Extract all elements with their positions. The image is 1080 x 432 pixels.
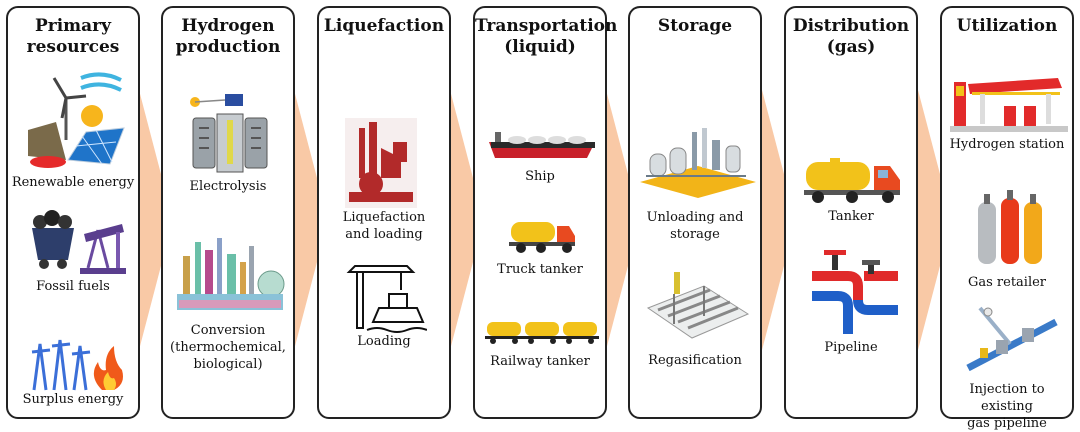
fossil-fuels-icon — [32, 210, 126, 274]
flow-arrow — [606, 90, 640, 350]
crane-ship-icon — [346, 265, 427, 333]
item-label: Electrolysis — [189, 179, 267, 194]
flow-arrow — [762, 90, 796, 350]
item-label: Injection to existing gas pipeline — [967, 382, 1047, 431]
gas-cylinders-icon — [978, 190, 1042, 264]
stage-title: Primary resources — [26, 16, 120, 57]
stage-title: Transportation (liquid) — [475, 16, 618, 57]
stage-title: Utilization — [956, 16, 1058, 36]
pipeline-injection-icon — [966, 306, 1058, 372]
item-label: Conversion (thermochemical, biological) — [170, 323, 286, 372]
stage-title: Liquefaction — [323, 16, 445, 36]
tanker-ship-icon — [489, 132, 595, 158]
item-label: Ship — [525, 169, 555, 184]
truck-tanker-icon — [509, 222, 575, 253]
stage-hydrogen-production: Hydrogen production Electrolysis Convers… — [161, 6, 295, 419]
stage-utilization: Utilization Hydrogen station Gas retaile… — [940, 6, 1074, 431]
item-label: Hydrogen station — [949, 137, 1065, 152]
item-label: Gas retailer — [967, 275, 1047, 290]
item-label: Unloading and storage — [646, 210, 744, 242]
stage-title: Hydrogen production — [175, 16, 281, 57]
stage-title: Distribution (gas) — [792, 16, 910, 57]
item-label: Tanker — [828, 209, 874, 224]
item-label: Surplus energy — [22, 392, 124, 407]
stage-transportation: Transportation (liquid) Ship Truck tanke… — [473, 6, 618, 419]
stage-title: Storage — [657, 16, 733, 36]
pipeline-icon — [812, 250, 898, 334]
item-label: Loading — [357, 334, 411, 349]
item-label: Railway tanker — [490, 354, 590, 369]
item-label: Pipeline — [824, 340, 878, 355]
surplus-energy-icon — [31, 339, 123, 391]
item-label: Liquefaction and loading — [342, 210, 426, 242]
item-label: Fossil fuels — [36, 279, 110, 294]
fuel-station-icon — [950, 78, 1068, 132]
item-label: Renewable energy — [11, 175, 135, 190]
electrolyser-icon — [190, 94, 268, 173]
tanker-truck-icon — [804, 158, 900, 203]
flow-arrow — [918, 90, 952, 350]
stage-storage: Storage Unloading and storage Regasifica… — [628, 6, 762, 419]
flow-arrow — [450, 90, 484, 350]
regasification-unit-icon — [646, 272, 750, 339]
flow-arrow — [139, 90, 173, 350]
stage-liquefaction: Liquefaction Liquefaction and loading Lo… — [317, 6, 451, 419]
item-label: Truck tanker — [497, 262, 583, 277]
renewable-energy-icon — [28, 72, 125, 168]
liquefaction-plant-icon — [345, 118, 417, 208]
railway-tanker-icon — [485, 322, 599, 344]
stage-primary-resources: Primary resources Renewable energy Fossi… — [6, 6, 140, 419]
item-label: Regasification — [648, 353, 742, 368]
chemical-plant-icon — [177, 238, 285, 310]
flow-arrow — [294, 90, 328, 350]
stage-distribution: Distribution (gas) Tanker Pipeline — [784, 6, 918, 419]
storage-terminal-icon — [640, 128, 756, 198]
